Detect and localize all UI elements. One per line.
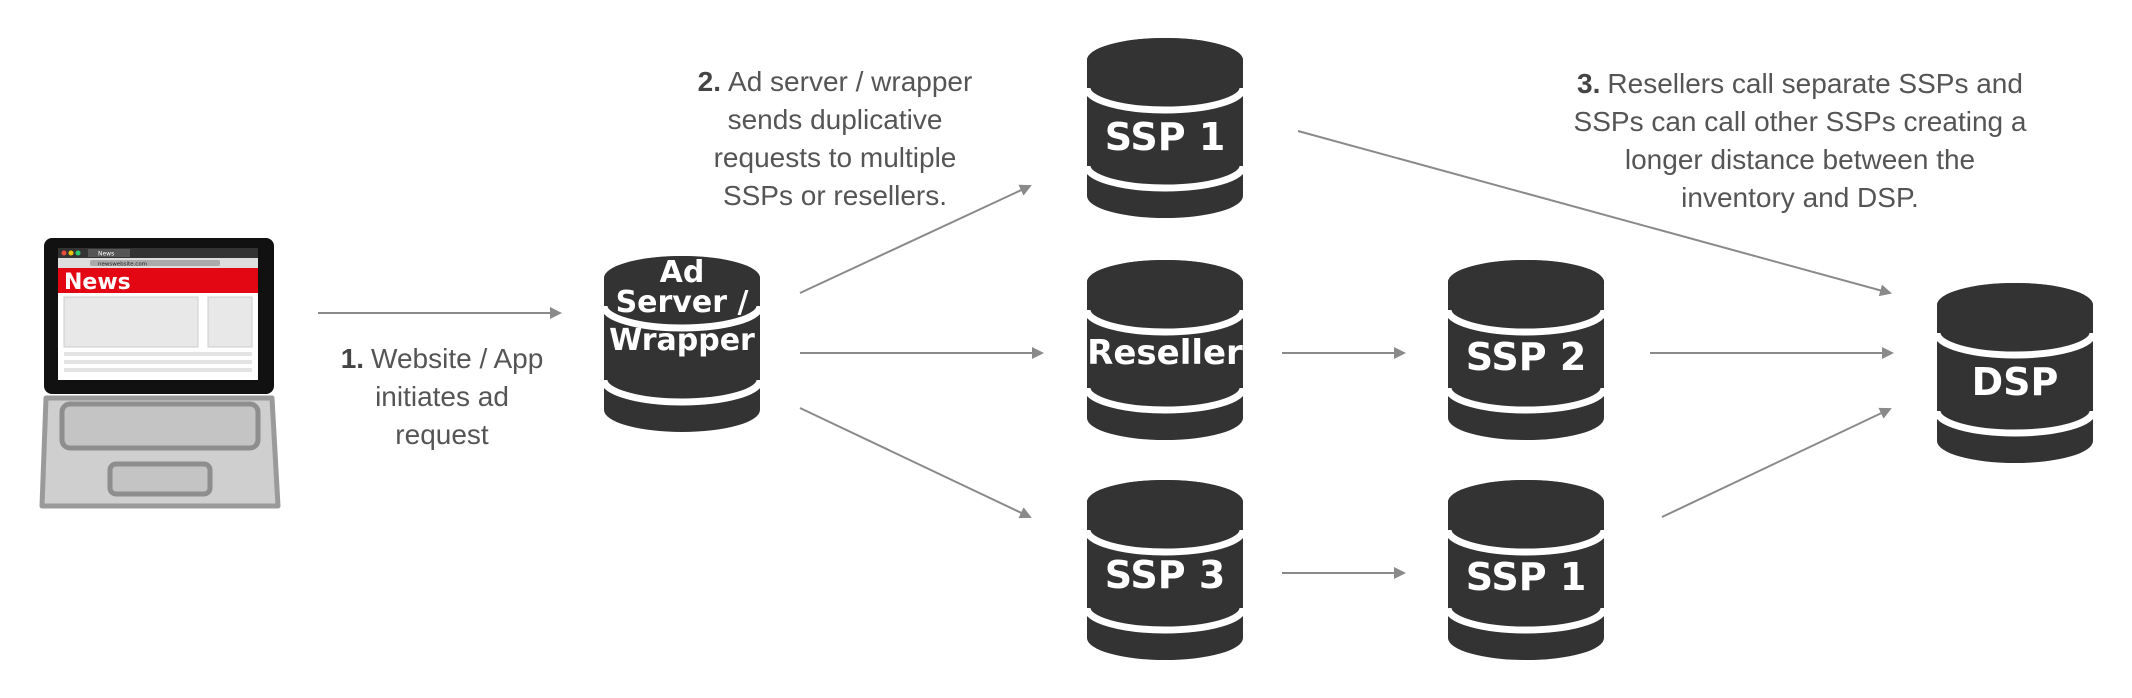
adserver-label-line3: Wrapper: [609, 323, 755, 358]
step2-number: 2.: [697, 66, 722, 97]
adserver-label: Ad Server / Wrapper: [602, 258, 762, 356]
browser-url: newswebsite.com: [98, 262, 147, 268]
step3-line1: 3.Resellers call separate SSPs and: [1577, 68, 2023, 99]
step1-number: 1.: [340, 343, 365, 374]
arrows: [318, 130, 1894, 579]
step3-line4: inventory and DSP.: [1681, 182, 1919, 213]
news-banner: News: [64, 270, 131, 295]
step2-note: 2.Ad server / wrapper sends duplicative …: [660, 63, 1010, 215]
ssp1-bottom-label: SSP 1: [1465, 555, 1587, 599]
ssp1-top-label: SSP 1: [1104, 115, 1226, 159]
arrow-adserver-to-ssp1: [799, 184, 1032, 294]
step3-note: 3.Resellers call separate SSPs and SSPs …: [1540, 65, 2060, 217]
step2-line2: sends duplicative: [727, 104, 943, 135]
ssp2-db-icon: [1444, 260, 1608, 440]
dsp-db-icon: [1933, 283, 2097, 463]
arrow-ssp1-to-dsp: [1297, 130, 1892, 297]
step3-line3: longer distance between the: [1624, 144, 1976, 175]
ssp3-label: SSP 3: [1104, 553, 1226, 597]
step1-note: 1.Website / App initiates ad request: [318, 340, 566, 454]
step1-line1: 1.Website / App: [340, 343, 544, 374]
step3-number: 3.: [1577, 68, 1601, 99]
arrow-ssp1-bottom-to-dsp: [1661, 407, 1892, 518]
reseller-db-icon: [1083, 260, 1247, 440]
step2-line4: SSPs or resellers.: [722, 180, 948, 211]
browser-tab-label: News: [98, 251, 114, 258]
ssp1-bottom-db-icon: [1444, 480, 1608, 660]
adserver-db-icon: [600, 256, 764, 432]
step1-line2: initiates ad: [375, 381, 509, 412]
ssp1-top-db-icon: [1083, 38, 1247, 218]
step1-line3: request: [395, 419, 489, 450]
reseller-label: Reseller: [1087, 333, 1243, 373]
laptop-icon: News newswebsite.com News: [39, 238, 281, 509]
ssp2-label: SSP 2: [1465, 335, 1587, 379]
step3-line2: SSPs can call other SSPs creating a: [1573, 106, 2027, 137]
ssp3-db-icon: [1083, 480, 1247, 660]
adserver-label-line2: Server /: [615, 285, 749, 320]
step2-line1: 2.Ad server / wrapper: [697, 66, 973, 97]
step2-line3: requests to multiple: [713, 142, 957, 173]
dsp-label: DSP: [1971, 360, 2059, 404]
database-nodes: [600, 38, 2097, 660]
adserver-label-line1: Ad: [659, 255, 705, 290]
arrow-adserver-to-ssp3: [799, 407, 1032, 519]
